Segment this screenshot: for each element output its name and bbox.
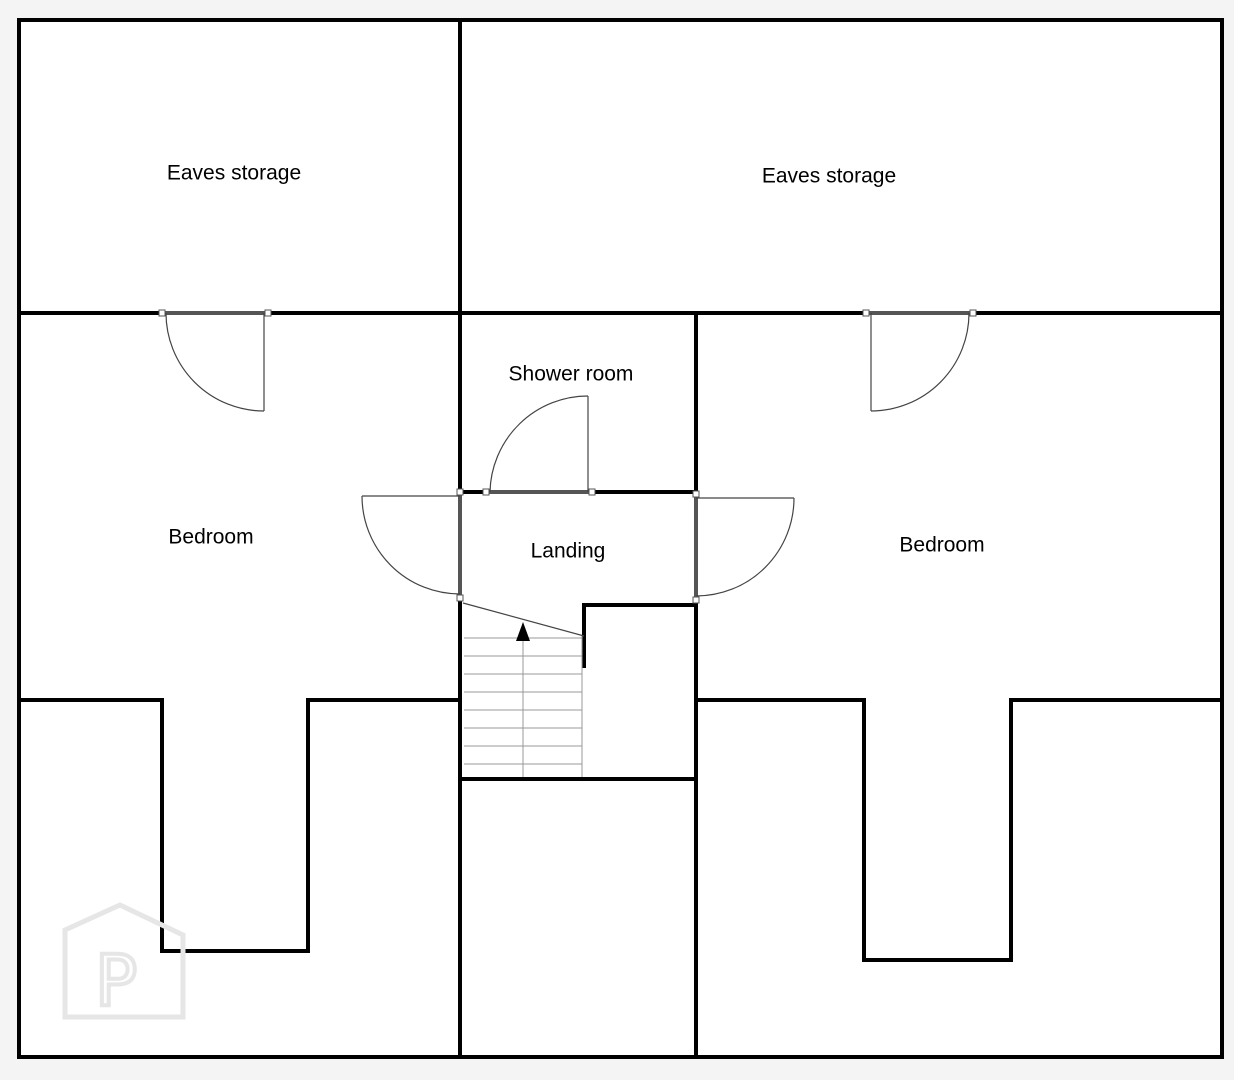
stair-arrow-icon xyxy=(516,622,530,641)
label-bedroom-left: Bedroom xyxy=(168,526,253,549)
watermark-logo-icon: P xyxy=(62,902,186,1024)
staircase xyxy=(462,602,585,777)
landing-step-wall xyxy=(582,603,698,668)
floor-plan-fill xyxy=(19,20,1222,1057)
outer-wall xyxy=(17,18,1224,1059)
label-landing: Landing xyxy=(531,540,606,563)
label-bedroom-right: Bedroom xyxy=(899,534,984,557)
watermark-text: P xyxy=(95,940,137,1022)
door-right-eaves xyxy=(862,309,977,412)
door-left-bedroom xyxy=(361,488,464,602)
door-left-eaves xyxy=(158,309,272,412)
door-shower-room xyxy=(482,395,596,496)
label-eaves-storage-right: Eaves storage xyxy=(762,165,896,188)
label-shower-room: Shower room xyxy=(509,363,634,386)
right-lower-wall xyxy=(694,698,1224,962)
left-lower-wall xyxy=(17,698,462,953)
door-right-bedroom xyxy=(692,490,795,604)
label-eaves-storage-left: Eaves storage xyxy=(167,162,301,185)
